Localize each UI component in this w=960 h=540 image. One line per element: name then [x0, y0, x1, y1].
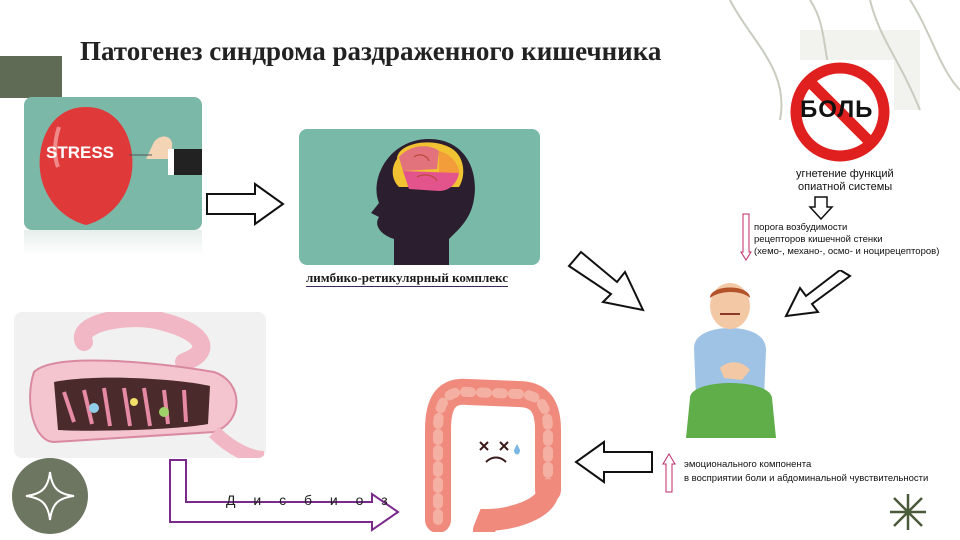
asterisk-doodle-icon — [890, 494, 926, 530]
suit-sleeve-icon — [172, 149, 202, 175]
person-abdominal-pain-illustration — [686, 283, 776, 438]
opiate-text-line: опиатной системы — [798, 181, 893, 193]
threshold-text-line: рецепторов кишечной стенки — [754, 234, 883, 245]
dysbiosis-label: Д и с б и о з — [226, 492, 395, 508]
opiate-text-line: угнетение функций — [796, 168, 894, 180]
limbic-complex-label: лимбико-ретикулярный комплекс — [306, 270, 508, 287]
pain-sign-card: БОЛЬ — [786, 60, 894, 164]
stress-label: STRESS — [46, 143, 115, 162]
arrow-increase-icon — [662, 453, 676, 493]
prohibition-icon — [790, 62, 890, 162]
stress-balloon-card: STRESS — [24, 97, 202, 230]
threshold-text-line: (хемо-, механо-, осмо- и ноцирецепторов) — [754, 246, 940, 257]
threshold-text: порога возбудимости рецепторов кишечной … — [754, 222, 939, 258]
page-title: Патогенез синдрома раздраженного кишечни… — [80, 36, 662, 66]
intestine-card — [14, 312, 266, 458]
arrow-down-icon — [808, 196, 834, 221]
pain-sign-label: БОЛЬ — [800, 96, 874, 123]
colon-illustration — [425, 378, 561, 532]
arrow-down-left-icon — [784, 270, 852, 318]
opiate-text: угнетение функций опиатной системы — [796, 168, 894, 194]
brain-card — [299, 129, 540, 265]
arrow-left-icon — [574, 440, 653, 484]
hand-icon — [146, 136, 174, 159]
title-accent-bar — [0, 56, 62, 98]
emotional-text: эмоционального компонента в восприятии б… — [684, 458, 928, 486]
intestine-microbiota-illustration — [29, 312, 265, 458]
arrow-decrease-icon — [740, 213, 752, 261]
arrow-right-icon — [206, 182, 285, 226]
stress-balloon-illustration — [39, 107, 202, 225]
sparkle-circle-icon — [12, 458, 88, 534]
threshold-text-line: порога возбудимости — [754, 222, 848, 233]
emotional-text-line: эмоционального компонента — [684, 459, 812, 470]
arrow-bent-right-icon — [169, 459, 400, 532]
emotional-text-line: в восприятии боли и абдоминальной чувств… — [684, 473, 929, 484]
head-brain-illustration — [371, 139, 475, 265]
stress-card-reflection — [24, 230, 202, 256]
arrow-down-right-icon — [567, 250, 645, 312]
tear-drop-icon — [514, 444, 520, 455]
